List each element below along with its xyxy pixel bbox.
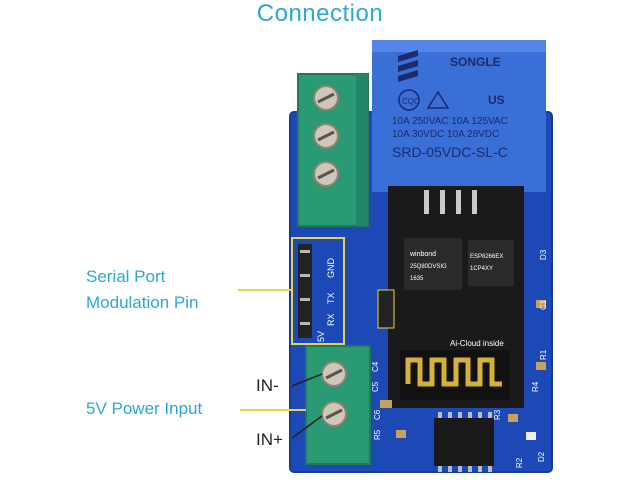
page-title: Connection	[256, 0, 384, 27]
screw-icon	[313, 161, 339, 187]
power-input-label: 5V Power Input	[86, 399, 203, 418]
silk-r2: R2	[515, 457, 524, 468]
silk-d2: D2	[537, 451, 546, 462]
esp-module: winbond 25Q80DVSIG 1635 ESP8266EX 1CP4XY…	[388, 186, 524, 408]
silk-r5: R5	[373, 429, 382, 440]
screw-icon	[321, 361, 347, 387]
serial-port-line2: Modulation Pin	[86, 293, 199, 312]
silk-c1: C1	[539, 299, 548, 310]
in-minus-label: IN-	[256, 376, 279, 395]
screw-icon	[321, 401, 347, 427]
power-terminal-block	[305, 345, 371, 465]
silk-c5: C5	[371, 381, 380, 392]
songle-logo-icon	[398, 50, 418, 82]
header-pin-labels: 5V RX TX GND	[316, 258, 336, 343]
pin-tx: TX	[326, 292, 336, 304]
relay-cert2: US	[488, 93, 505, 107]
chip2-line1: ESP8266EX	[470, 254, 503, 260]
smd-components	[377, 289, 546, 440]
relay: SONGLE CQC US 10A 250VAC 10A 125VAC 10A …	[372, 40, 546, 192]
esp8266-chip	[468, 240, 514, 286]
pin-5v: 5V	[316, 331, 326, 342]
relay-cert1: CQC	[402, 97, 420, 106]
in-plus-line	[291, 415, 323, 439]
in-minus-line	[291, 373, 323, 387]
relay-model: SRD-05VDC-SL-C	[392, 144, 508, 160]
silk-c6: C6	[373, 409, 382, 420]
relay-spec-line1: 10A 250VAC 10A 125VAC	[392, 116, 508, 127]
output-terminal-block	[297, 73, 369, 227]
pin-gnd: GND	[326, 258, 336, 279]
chip2-line2: 1CP4XY	[470, 266, 493, 272]
flash-chip	[404, 238, 462, 290]
antenna-trace-icon	[405, 357, 502, 387]
chip1-line2: 25Q80DVSIG	[410, 264, 447, 270]
silk-r1: R1	[539, 349, 548, 360]
chip1-line3: 1635	[410, 276, 424, 282]
relay-brand: SONGLE	[450, 55, 501, 69]
silk-r3: R3	[493, 409, 502, 420]
chip1-line1: winbond	[409, 251, 436, 258]
pin-rx: RX	[326, 313, 336, 326]
silk-d3: D3	[539, 249, 548, 260]
serial-port-label: Serial Port Modulation Pin	[86, 264, 198, 316]
relay-spec-line2: 10A 30VDC 10A 28VDC	[392, 129, 499, 140]
silk-r4: R4	[531, 381, 540, 392]
serial-port-line1: Serial Port	[86, 267, 166, 286]
cqc-mark-icon	[398, 89, 420, 111]
driver-chip	[434, 412, 494, 472]
silkscreen-labels: C4 C5 C6 R5 C1 D3 R3 R4 R2 D2 R1	[371, 249, 548, 468]
silk-c4: C4	[371, 361, 380, 372]
warning-triangle-icon	[426, 90, 450, 109]
screw-icon	[313, 123, 339, 149]
shield-text: Ai-Cloud inside	[450, 339, 504, 348]
in-plus-label: IN+	[256, 430, 283, 449]
screw-icon	[313, 85, 339, 111]
